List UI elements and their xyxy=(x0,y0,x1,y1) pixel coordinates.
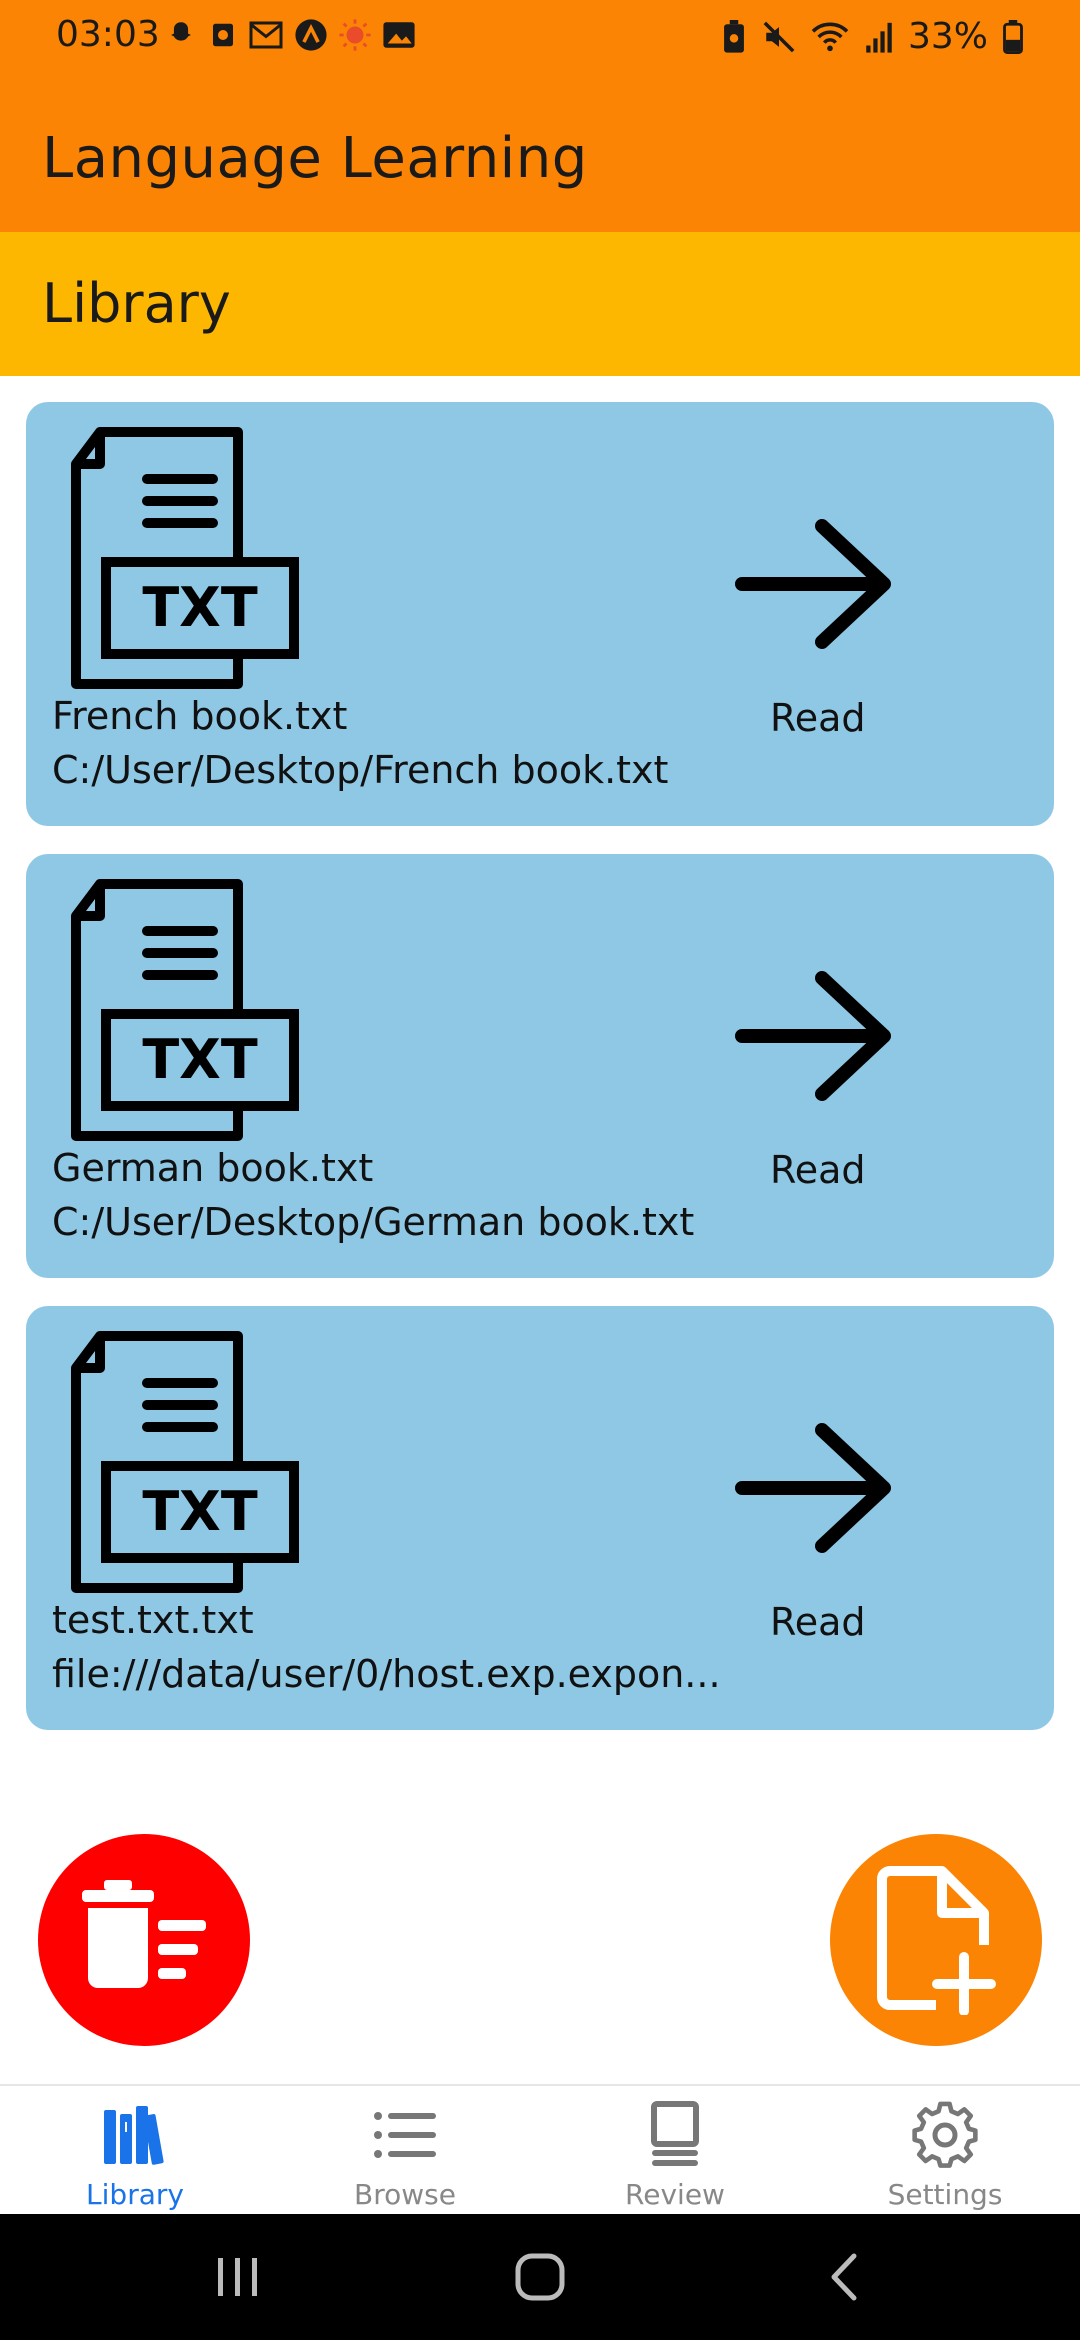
battery-percentage: 33% xyxy=(907,16,988,57)
list-icon xyxy=(374,2112,436,2158)
arrow-right-icon[interactable] xyxy=(732,1418,902,1558)
back-icon[interactable] xyxy=(826,2252,862,2302)
app-title: Language Learning xyxy=(42,126,588,191)
txt-label: TXT xyxy=(142,1480,257,1543)
home-icon[interactable] xyxy=(514,2252,566,2302)
delete-list-icon xyxy=(82,1880,206,1988)
library-icon xyxy=(104,2106,164,2165)
file-name: test.txt.txt xyxy=(52,1598,254,1642)
nav-item-review[interactable]: Review xyxy=(540,2086,810,2214)
add-file-icon xyxy=(877,1866,996,2015)
read-button[interactable]: Read xyxy=(770,1600,866,1644)
gear-icon xyxy=(912,2101,978,2168)
app-bar: Language Learning xyxy=(0,82,1080,232)
file-card[interactable]: TXT test.txt.txt file:///data/user/0/hos… xyxy=(26,1306,1054,1730)
txt-file-icon: TXT xyxy=(71,879,299,1141)
snapchat-icon xyxy=(171,22,191,41)
nav-label: Library xyxy=(86,2178,184,2211)
nav-label: Browse xyxy=(354,2178,456,2211)
gmail-icon xyxy=(249,21,283,49)
nav-item-browse[interactable]: Browse xyxy=(270,2086,540,2214)
signal-icon xyxy=(866,22,892,53)
nav-label: Review xyxy=(625,2178,725,2211)
bottom-navigation: Library Browse Review Settings xyxy=(0,2084,1080,2214)
read-button[interactable]: Read xyxy=(770,1148,866,1192)
battery-icon xyxy=(1003,19,1023,54)
sun-icon xyxy=(339,19,371,51)
add-file-button[interactable] xyxy=(830,1834,1042,2046)
txt-label: TXT xyxy=(142,1028,257,1091)
txt-file-icon: TXT xyxy=(71,427,299,689)
nav-item-library[interactable]: Library xyxy=(0,2086,270,2214)
status-time: 03:03 xyxy=(56,14,160,55)
nav-label: Settings xyxy=(887,2178,1003,2211)
file-path: C:/User/Desktop/German book.txt xyxy=(52,1200,695,1244)
notification-icons xyxy=(164,18,416,52)
review-icon xyxy=(651,2101,699,2166)
app-notification-icon xyxy=(213,23,233,47)
gallery-icon xyxy=(383,22,415,48)
file-name: German book.txt xyxy=(52,1146,374,1190)
nav-item-settings[interactable]: Settings xyxy=(810,2086,1080,2214)
txt-file-icon: TXT xyxy=(71,1331,299,1593)
system-navigation-bar xyxy=(0,2214,1080,2340)
status-bar: 03:03 33% xyxy=(0,0,1080,82)
file-card[interactable]: TXT German book.txt C:/User/Desktop/Germ… xyxy=(26,854,1054,1278)
file-name: French book.txt xyxy=(52,694,348,738)
delete-files-button[interactable] xyxy=(38,1834,250,2046)
mute-icon xyxy=(763,21,795,52)
file-card[interactable]: TXT French book.txt C:/User/Desktop/Fren… xyxy=(26,402,1054,826)
file-path: file:///data/user/0/host.exp.expon... xyxy=(52,1652,721,1696)
txt-label: TXT xyxy=(142,576,257,639)
file-path: C:/User/Desktop/French book.txt xyxy=(52,748,669,792)
arrow-right-icon[interactable] xyxy=(732,514,902,654)
battery-saver-icon xyxy=(724,19,744,53)
arrow-right-icon[interactable] xyxy=(732,966,902,1106)
read-button[interactable]: Read xyxy=(770,696,866,740)
wifi-icon xyxy=(811,22,849,51)
recent-apps-icon[interactable] xyxy=(214,2252,262,2302)
system-status-icons: 33% xyxy=(720,16,1024,57)
section-title: Library xyxy=(42,272,231,335)
section-header: Library xyxy=(0,232,1080,376)
arc-icon xyxy=(295,19,327,51)
